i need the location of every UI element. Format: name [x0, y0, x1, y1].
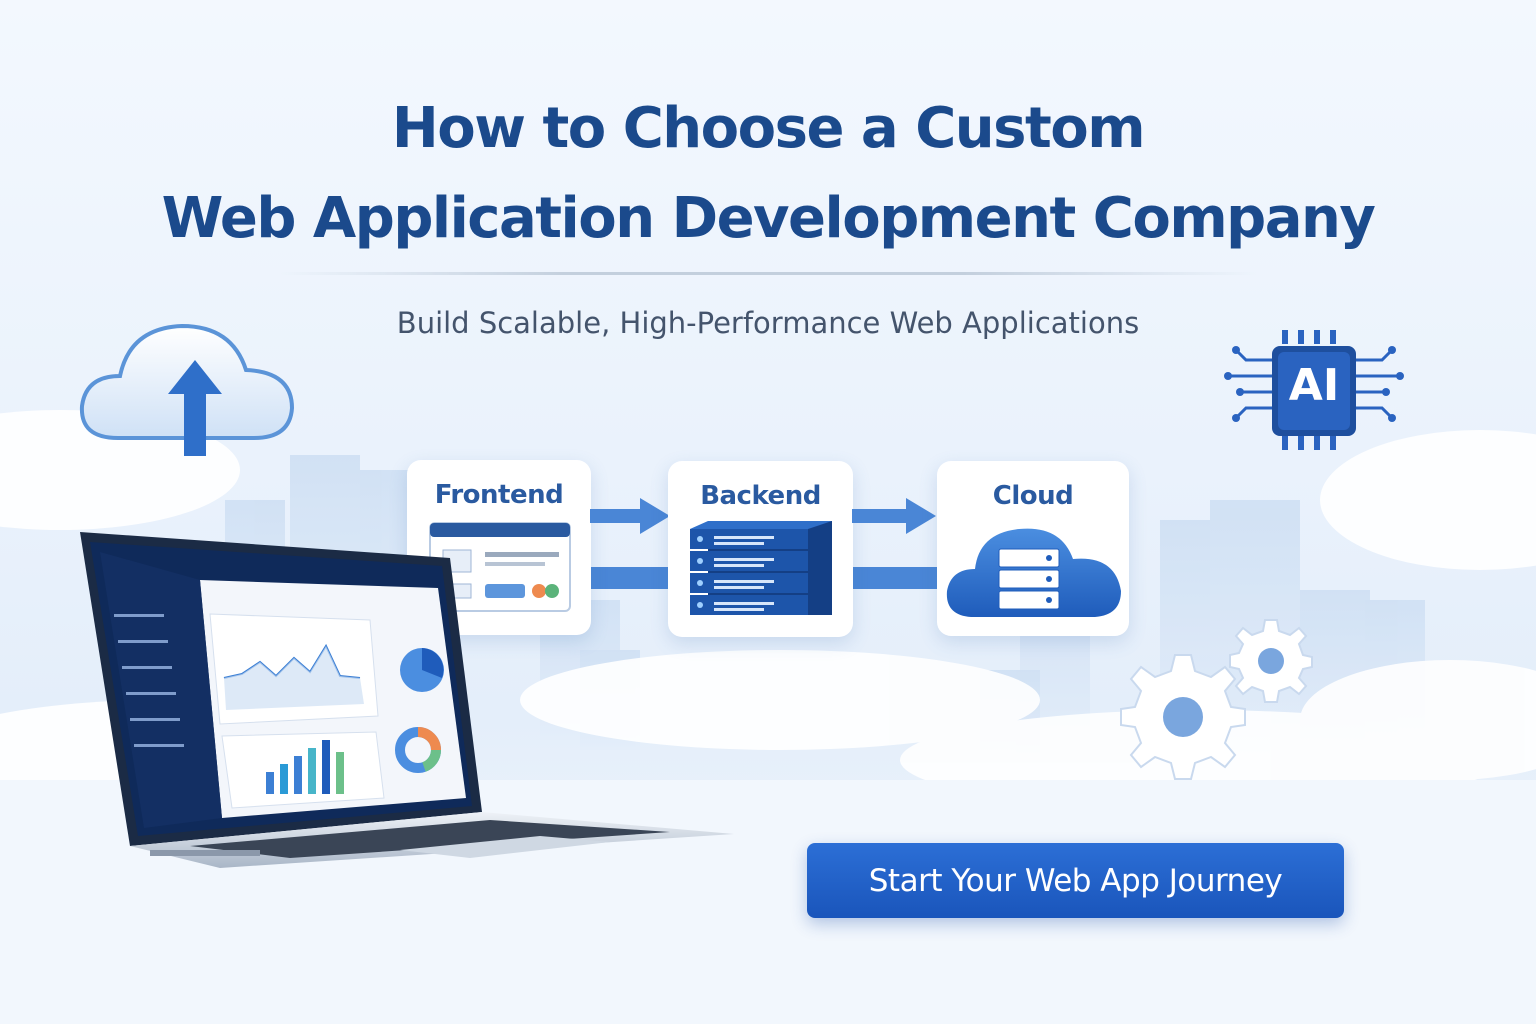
browser-window-icon: [429, 522, 571, 612]
frontend-card: Frontend: [407, 460, 591, 635]
server-rack-icon: [690, 521, 832, 615]
backend-card: Backend: [668, 461, 853, 637]
laptop-icon: [80, 532, 734, 868]
cloud-upload-icon: [79, 323, 295, 456]
gear-icon: [1120, 654, 1246, 780]
cloud-card: Cloud: [937, 461, 1129, 636]
start-journey-button[interactable]: Start Your Web App Journey: [807, 843, 1344, 918]
cloud-server-icon: [946, 528, 1121, 617]
ai-chip-label: AI: [1288, 360, 1340, 411]
cloud-label: Cloud: [992, 481, 1074, 511]
title-divider: [280, 272, 1256, 275]
ai-chip-icon: [1224, 330, 1404, 450]
page-subtitle: Build Scalable, High-Performance Web App…: [396, 306, 1140, 340]
arrow-right-icon: [590, 498, 670, 534]
page-title-line-2: Web Application Development Company: [161, 186, 1376, 251]
arrow-right-icon: [852, 498, 936, 534]
gear-icon: [1229, 619, 1313, 703]
frontend-label: Frontend: [434, 480, 564, 510]
backend-label: Backend: [700, 481, 821, 511]
page-title-line-1: How to Choose a Custom: [391, 96, 1146, 161]
